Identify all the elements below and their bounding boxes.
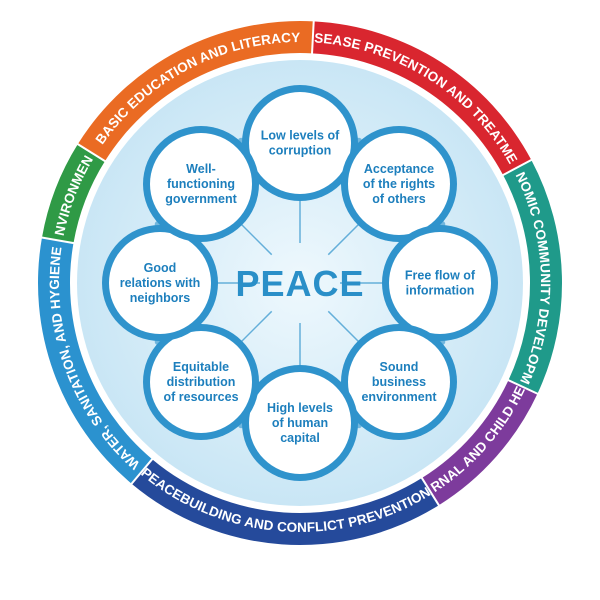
ring-segment-environment xyxy=(41,144,105,244)
pillar-disc-human-capital xyxy=(249,372,351,474)
pillar-text-acceptance: of others xyxy=(372,192,426,206)
pillar-text-distribution: Equitable xyxy=(173,360,229,374)
pillar-text-corruption: corruption xyxy=(269,144,332,158)
pillar-text-information: Free flow of xyxy=(405,269,476,283)
pillar-disc-acceptance xyxy=(347,133,450,236)
ring-segment-economic xyxy=(503,159,562,394)
pillar-text-neighbors: Good xyxy=(144,261,177,275)
pillar-text-distribution: of resources xyxy=(163,390,238,404)
pillar-text-human-capital: High levels xyxy=(267,401,333,415)
pillar-disc-business xyxy=(347,330,450,433)
pillar-text-neighbors: relations with xyxy=(120,276,201,290)
pillar-disc-government xyxy=(150,133,253,236)
pillar-disc-distribution xyxy=(150,330,253,433)
pillar-text-human-capital: of human xyxy=(272,416,328,430)
pillar-text-business: business xyxy=(372,375,426,389)
peace-label: PEACE xyxy=(235,263,364,304)
pillar-text-acceptance: Acceptance xyxy=(364,162,434,176)
pillar-text-distribution: distribution xyxy=(167,375,236,389)
pillar-text-government: functioning xyxy=(167,177,235,191)
ring-segment-peacebuilding xyxy=(131,459,439,545)
pillar-disc-neighbors xyxy=(109,232,211,334)
pillar-text-business: environment xyxy=(361,390,437,404)
pillar-text-government: government xyxy=(165,192,237,206)
pillar-text-business: Sound xyxy=(380,360,419,374)
ring-segment-water xyxy=(38,237,153,484)
pillar-disc-corruption xyxy=(249,92,351,194)
pillar-text-government: Well- xyxy=(186,162,216,176)
ring-segment-disease xyxy=(312,21,532,176)
pillar-text-information: information xyxy=(406,284,475,298)
pillar-text-human-capital: capital xyxy=(280,431,320,445)
pillar-disc-information xyxy=(389,232,491,334)
pillar-text-corruption: Low levels of xyxy=(261,129,340,143)
pillar-text-acceptance: of the rights xyxy=(363,177,435,191)
ring-segment-maternal xyxy=(421,380,538,506)
ring-segment-education xyxy=(77,21,314,162)
pillar-text-neighbors: neighbors xyxy=(130,291,190,305)
